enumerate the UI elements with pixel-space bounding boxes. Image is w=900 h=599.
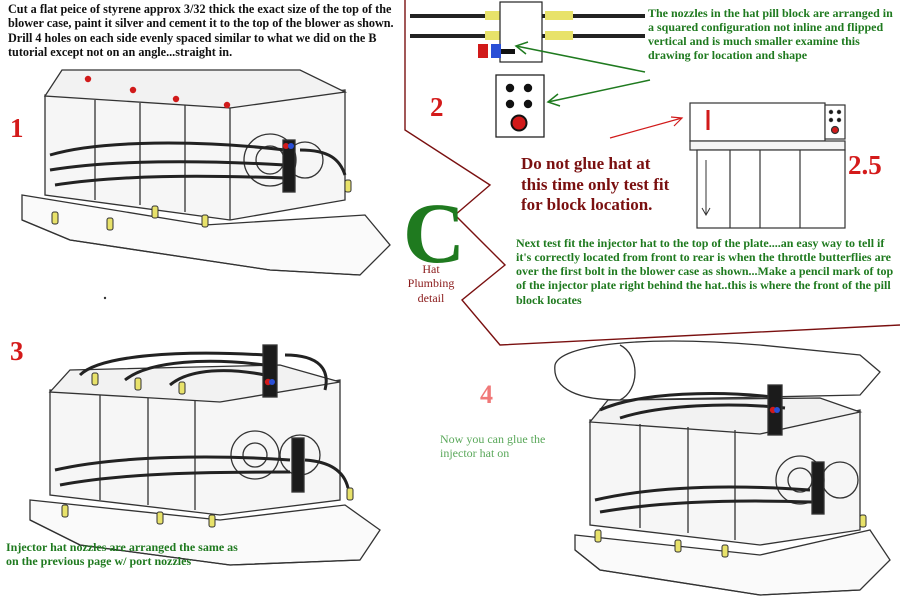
do-not-glue-warning: Do not glue hat at this time only test f… (521, 154, 670, 215)
nozzle-icon (721, 544, 729, 558)
figure-4-blower (554, 340, 891, 596)
nozzle-icon (201, 214, 209, 228)
nozzle-icon (151, 205, 159, 219)
nozzle-icon (344, 179, 352, 193)
nozzle-icon (674, 539, 682, 553)
arrow-icon (514, 41, 651, 107)
nozzle-icon (594, 529, 602, 543)
pill-red-dot (283, 143, 289, 149)
step-number-2: 2 (430, 92, 444, 122)
hat-plumbing-label: Hat Plumbing detail (398, 262, 464, 305)
figure-2-pill-block (410, 1, 645, 138)
injector-nozzles-note: Injector hat nozzles are arranged the sa… (6, 540, 238, 569)
pill-blue-dot (269, 379, 275, 385)
nozzle-icon (346, 487, 354, 501)
figure-1-blower (21, 69, 391, 276)
step-number-1: 1 (10, 113, 24, 143)
nozzle-icon (208, 514, 216, 528)
nozzle-icon (178, 381, 186, 395)
figure-3-blower (29, 344, 381, 566)
hat-label-line-3: detail (417, 290, 445, 305)
nozzle-icon (106, 217, 114, 231)
figure-2-5-hat (689, 102, 846, 229)
glue-hat-note: Now you can glue the injector hat on (440, 432, 546, 461)
arrow-icon (609, 116, 684, 139)
top-plate-hole (223, 101, 231, 109)
nozzle-icon (61, 504, 69, 518)
nozzle-icon (134, 377, 142, 391)
pill-blue-dot (774, 407, 780, 413)
instruction-note-top-left: Cut a flat peice of styrene approx 3/32 … (8, 2, 394, 60)
hat-label-line-2: Plumbing (407, 276, 455, 291)
divider-zigzag-line (404, 0, 900, 346)
section-letter: C (403, 185, 466, 281)
top-plate-hole (172, 95, 180, 103)
stray-dot (103, 296, 107, 300)
nozzle-icon (91, 372, 99, 386)
step-number-2-5: 2.5 (848, 150, 882, 180)
nozzle-arrangement-note: The nozzles in the hat pill block are ar… (648, 6, 893, 63)
step-number-4: 4 (480, 380, 493, 409)
nozzle-icon (859, 514, 867, 528)
pill-blue-dot (288, 143, 294, 149)
hat-label-line-1: Hat (422, 262, 440, 276)
top-plate-hole (129, 86, 137, 94)
nozzle-icon (51, 211, 59, 225)
top-plate-hole (84, 75, 92, 83)
nozzle-icon (156, 511, 164, 525)
step-number-3: 3 (10, 336, 24, 366)
test-fit-note: Next test fit the injector hat to the to… (516, 236, 894, 307)
